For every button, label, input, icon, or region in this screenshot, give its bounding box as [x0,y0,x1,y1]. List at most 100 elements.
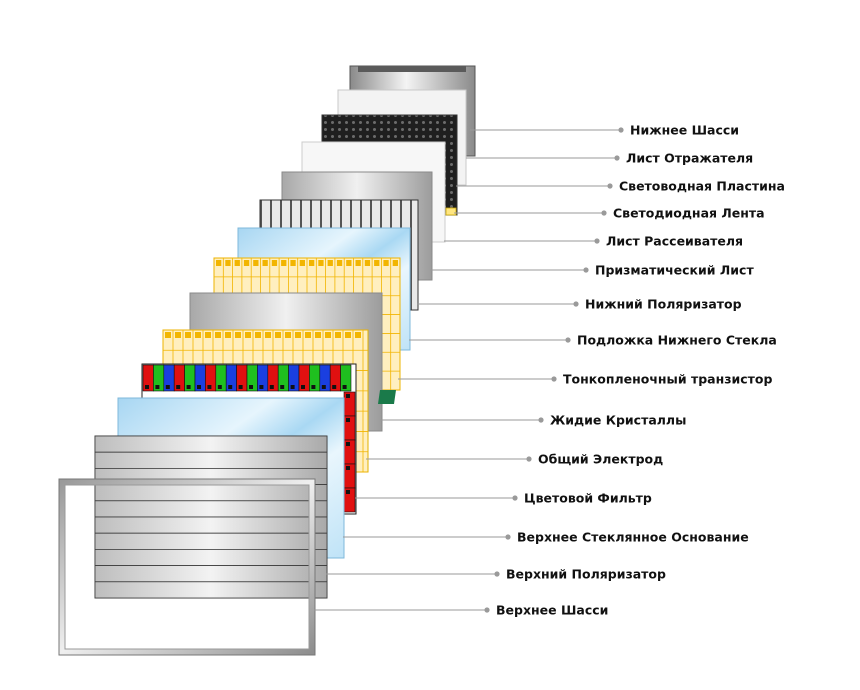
prism-cell-top [216,260,222,266]
leader-dot-icon [614,155,620,161]
polarizer-bar [94,516,328,534]
prism-cell-top [271,260,278,266]
leader-dot-icon [512,495,518,501]
prism-cell-top [327,260,333,266]
rgb-cell-dot [228,385,233,389]
layer-label: Лист Рассеивателя [606,234,743,249]
leader-dot-icon [565,337,571,343]
prism-cell-top [281,260,287,266]
prism-cell-top [355,260,361,266]
red-side-dot [346,466,350,470]
prism-cell-top [215,332,221,338]
polarizer-bar [94,435,328,453]
polarizer-bars [94,435,328,599]
prism-cell-top [262,260,268,266]
layer-label: Верхнее Шасси [496,603,608,618]
layer-label: Верхний Поляризатор [506,567,666,582]
prism-cell-top [355,332,361,338]
layer-label: Жидие Кристаллы [550,413,686,428]
layer-label: Подложка Нижнего Стекла [577,333,777,348]
prism-cell-top [255,332,261,338]
polarizer-bar [94,451,328,469]
prism-cell-top [275,332,281,338]
rgb-cell-dot [186,385,191,389]
prism-cell-top [325,332,331,338]
rgb-cell-dot [176,385,181,389]
leader-dot-icon [594,238,600,244]
polarizer-bar [94,484,328,502]
leader-dot-icon [551,376,557,382]
rgb-cell-dot [280,385,285,389]
leader-dot-icon [607,183,613,189]
layer-label: Лист Отражателя [626,151,753,166]
prism-cell-top [265,332,271,338]
polarizer-bar [94,500,328,518]
layer-label: Тонкопленочный транзистор [563,372,772,387]
polarizer-bar [94,581,328,599]
prism-cell-top [392,260,398,266]
layer-label: Призматический Лист [595,263,754,278]
layer-label: Общий Электрод [538,452,663,467]
rgb-filter-cells [142,364,352,392]
layer-label: Нижний Поляризатор [585,297,742,312]
rgb-cell-dot [207,385,212,389]
red-filter-edge [343,391,356,513]
prism-cell-top [225,332,231,338]
polarizer-bar [94,549,328,567]
rgb-cell-dot [332,385,337,389]
prism-cell-top [305,332,311,338]
red-side-dot [346,490,350,494]
prism-cell-top [285,332,291,338]
polarizer-bar [94,565,328,583]
prism-cell-top [165,332,171,338]
rgb-cell-dot [145,385,149,389]
prism-cell-top [383,260,389,266]
leader-dot-icon [601,210,607,216]
prism-cell-top [253,260,259,266]
leader-dot-icon [618,127,624,133]
prism-cell-top [243,260,250,266]
prism-cell-top [318,260,324,266]
prism-cell-top [295,332,301,338]
prism-cell-top [335,332,341,338]
rgb-cell-dot [290,385,295,389]
rgb-cell-dot [155,385,160,389]
rgb-cell-dot [197,385,201,389]
leader-lines [314,127,624,613]
layer-label: Цветовой Фильтр [524,491,652,506]
prism-cell-top [336,260,343,266]
layer-label: Нижнее Шасси [630,123,739,138]
prism-cell-top [235,332,241,338]
leader-dot-icon [573,301,579,307]
rgb-cell-dot [217,385,222,389]
red-side-dot [346,418,350,422]
prism-cell-top [315,332,321,338]
rgb-cell-dot [259,385,264,389]
prism-cell-top [374,260,380,266]
rgb-cell-dot [301,385,305,389]
red-side-dot [346,394,350,398]
prism-cell-top [309,260,315,266]
rgb-cell-dot [269,385,274,389]
prism-cell-top [345,332,351,338]
rgb-cell-dot [249,385,253,389]
rgb-cell-dot [165,385,170,389]
prism-cell-top [185,332,191,338]
prism-cell-top [299,260,305,266]
rgb-cell-dot [342,385,347,389]
rgb-cell-dot [321,385,326,389]
prism-cell-top [175,332,181,338]
upper-polarizer-layer [94,435,328,599]
prism-cell-top [290,260,296,266]
upper-chassis-frame [58,478,316,656]
leader-dot-icon [538,417,544,423]
rgb-cell [340,364,352,392]
polarizer-bar [94,532,328,550]
leader-dot-icon [505,534,511,540]
prism-cell-top [225,260,231,266]
prism-cell-top [195,332,201,338]
rgb-cell-dot [238,385,243,389]
prism-cell-top [346,260,352,266]
